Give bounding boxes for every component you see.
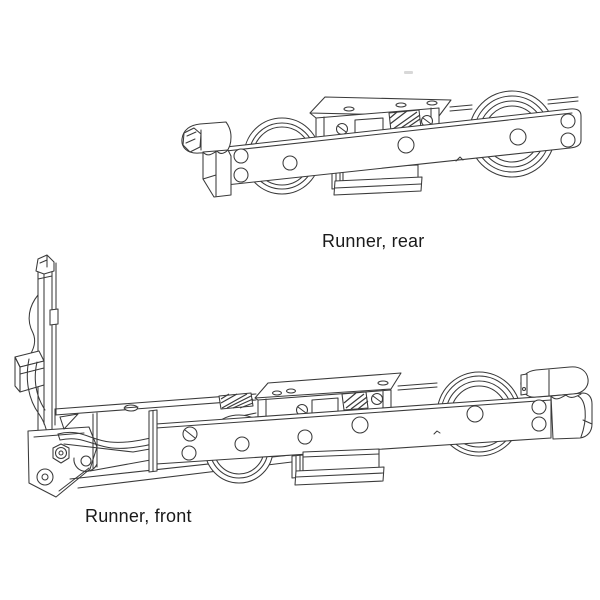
rear-end-block — [181, 121, 232, 198]
front-runner-bar — [155, 395, 552, 465]
figure-caption-front: Runner, front — [85, 506, 192, 526]
runner-rear-illustration — [181, 90, 582, 198]
faint-print-mark — [404, 71, 413, 74]
rear-runner-bar — [225, 108, 582, 186]
front-corner-plate — [27, 412, 98, 498]
front-corner-post — [148, 409, 158, 473]
runner-front-illustration — [14, 254, 593, 498]
rear-track-lines — [449, 96, 579, 112]
front-vertical-arm — [14, 254, 59, 442]
front-hatched-wedge — [218, 392, 254, 410]
front-glider-clip — [291, 448, 385, 486]
figure-caption-rear: Runner, rear — [322, 231, 425, 251]
front-end-block — [520, 366, 593, 440]
front-mounting-bracket — [254, 372, 402, 421]
